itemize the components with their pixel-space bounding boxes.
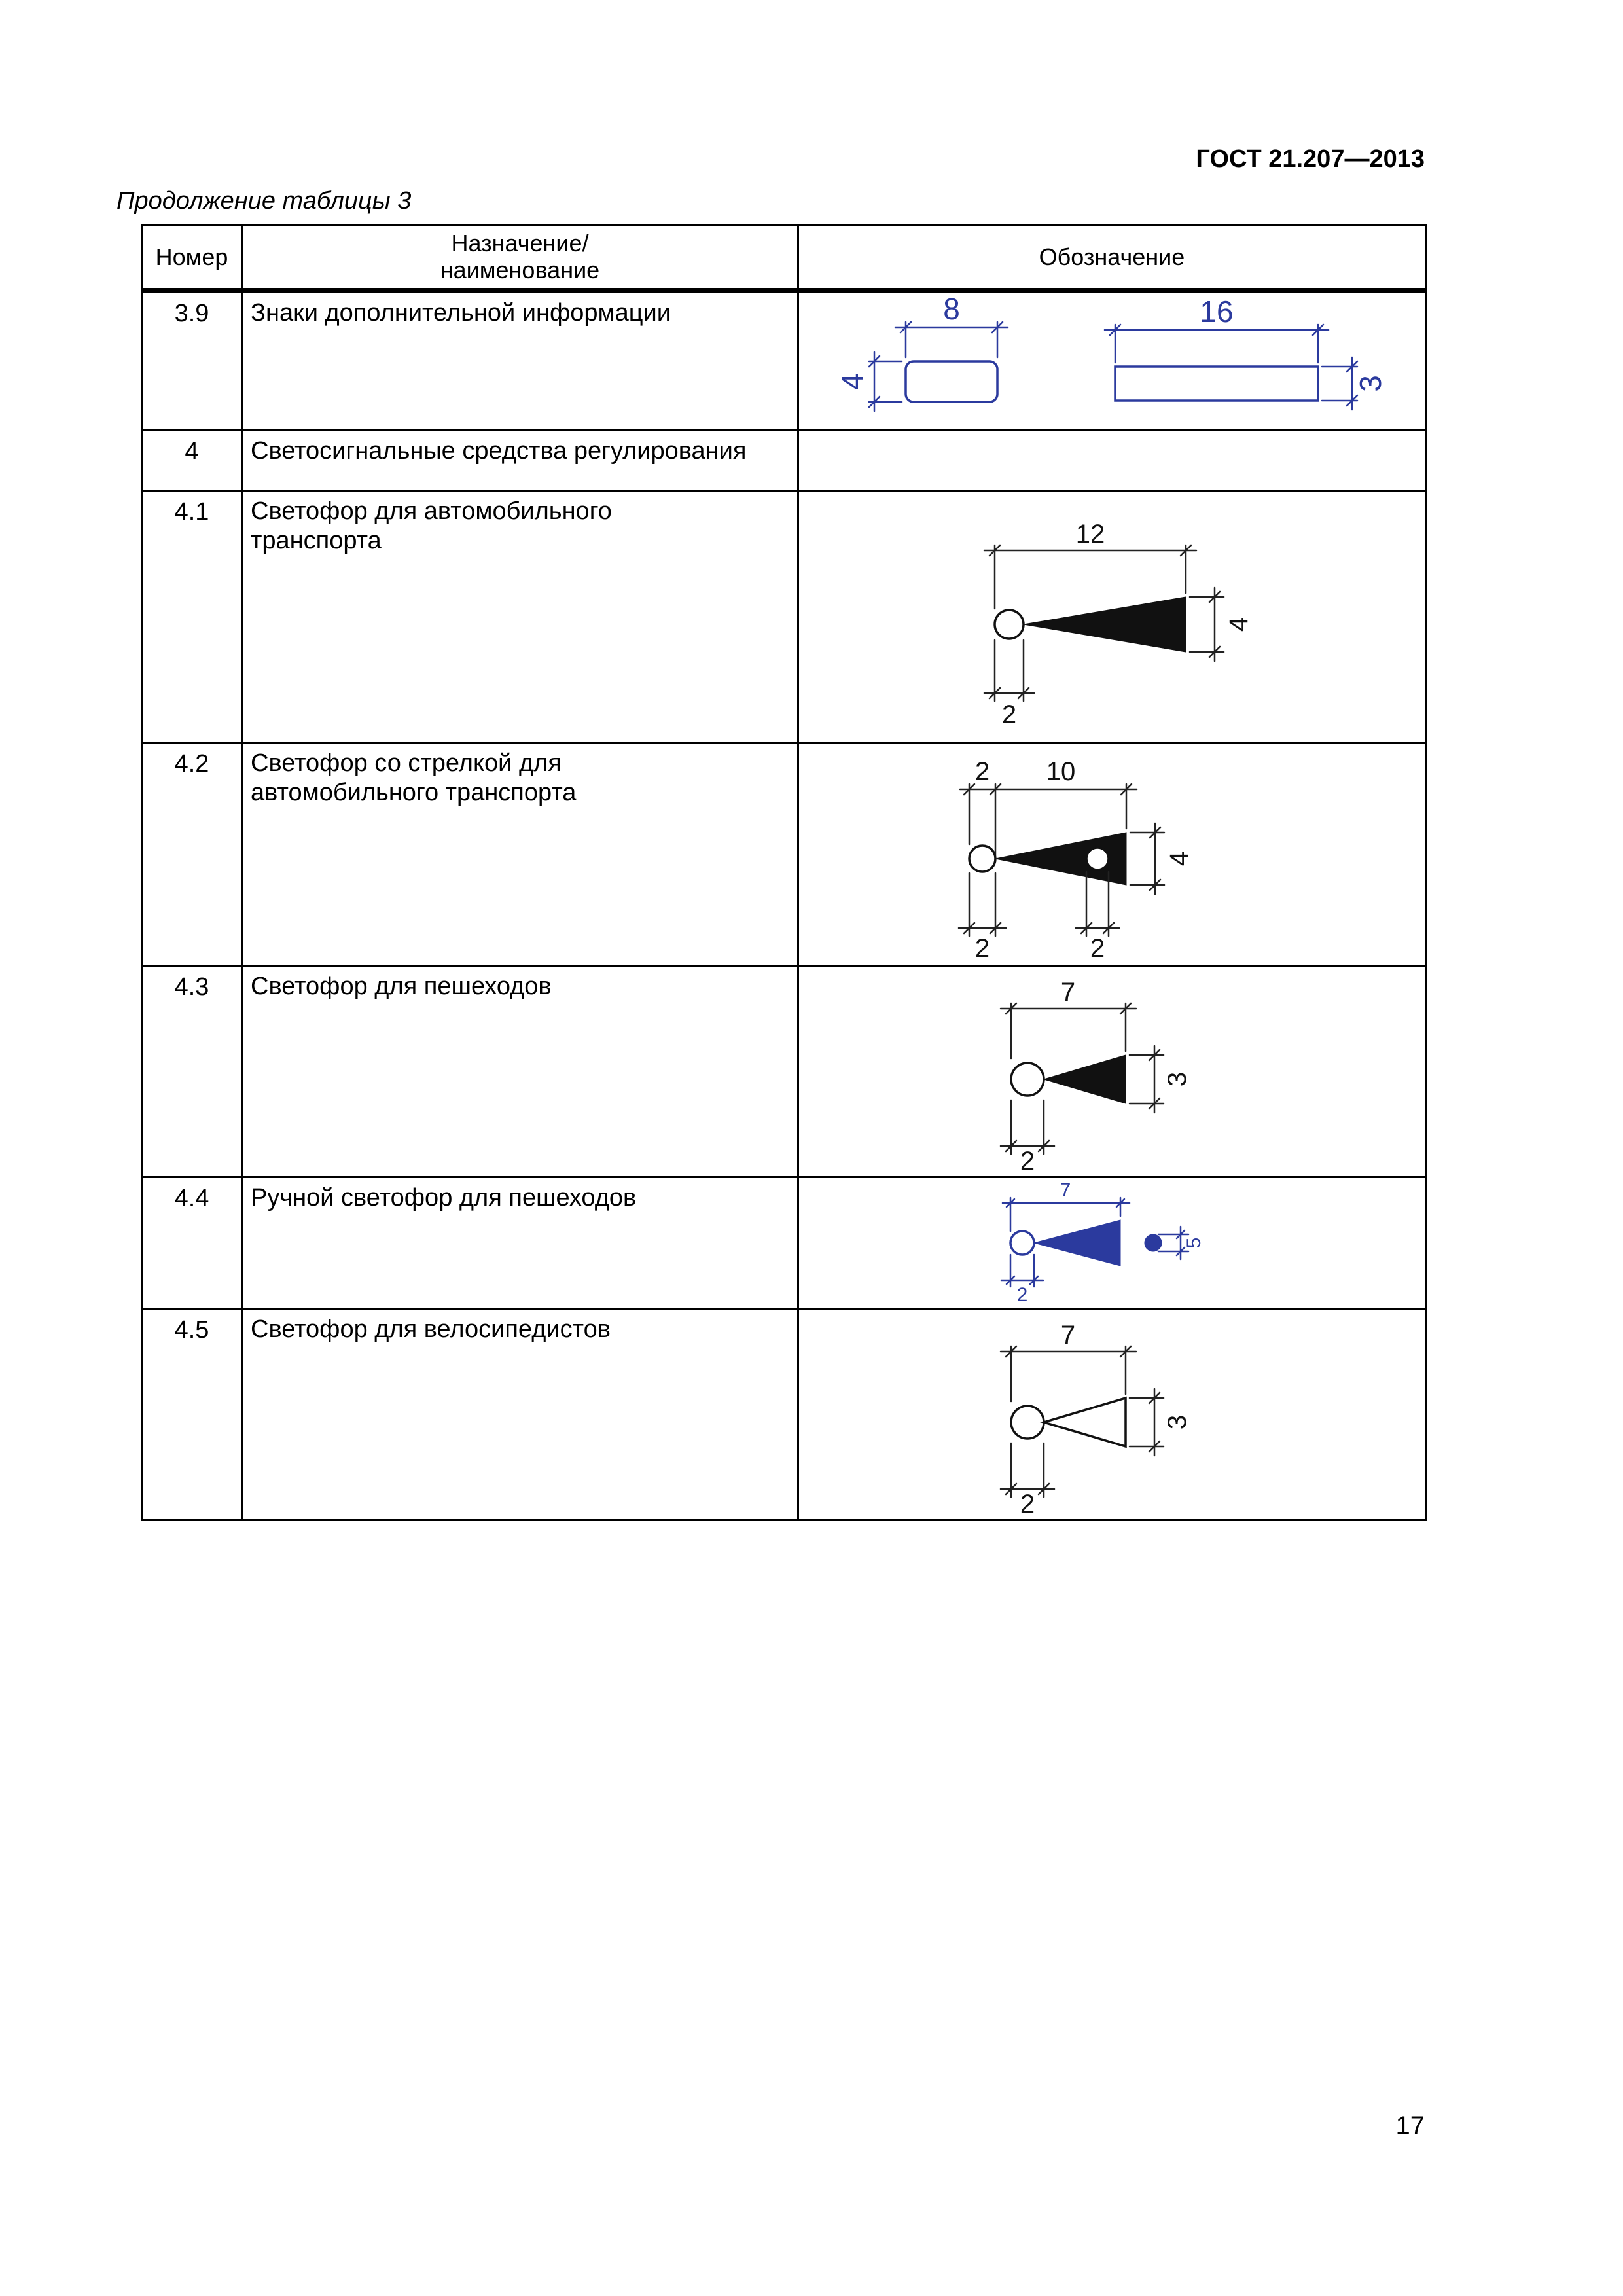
dim-label-right: 4 — [1224, 617, 1253, 632]
lamp-circle — [993, 609, 1025, 641]
row-number: 4.2 — [141, 741, 243, 967]
signal-dot — [1144, 1234, 1162, 1252]
col-header-symbol: Обозначение — [797, 223, 1427, 293]
row-name: Светофор со стрелкой для автомобильного … — [241, 741, 799, 967]
dim-label-w2: 16 — [1200, 296, 1233, 329]
table-row-4-2: 4.2 Светофор со стрелкой для автомобильн… — [141, 741, 1427, 967]
dim-label-top: 7 — [1060, 1181, 1071, 1201]
row-symbol-cell: 7 5 2 — [797, 1175, 1427, 1310]
table-row-4-3: 4.3 Светофор для пешеходов 7 3 — [141, 964, 1427, 1178]
dim-label-top: 7 — [1061, 1321, 1075, 1350]
lamp-circle — [1010, 1062, 1045, 1097]
dim-label-right: 3 — [1163, 1072, 1192, 1086]
row-symbol-cell: 2 10 4 2 — [797, 741, 1427, 967]
symbol-traffic-light-pedestrians: 7 3 2 — [999, 978, 1192, 1174]
lamp-circle — [968, 844, 997, 873]
document-code-header: ГОСТ 21.207—2013 — [1196, 145, 1425, 173]
symbol-traffic-light-with-arrow: 2 10 4 2 — [957, 757, 1194, 962]
row-number: 3.9 — [141, 289, 243, 431]
dim-label-bottom: 2 — [1017, 1284, 1028, 1305]
info-plate-small — [904, 360, 999, 403]
dim-label-right: 4 — [1165, 852, 1194, 866]
symbol-additional-info-signs: 8 4 16 3 — [835, 296, 1387, 412]
dim-label-bottom: 2 — [1020, 1490, 1035, 1516]
dim-label-right: 5 — [1183, 1237, 1205, 1248]
dim-label-bottom: 2 — [1002, 700, 1016, 729]
table-row-4-4: 4.4 Ручной светофор для пешеходов 7 — [141, 1175, 1427, 1310]
row-name: Светосигнальные средства регулирования — [241, 429, 799, 492]
info-plate-long — [1114, 365, 1319, 402]
row-name: Знаки дополнительной информации — [241, 289, 799, 431]
dim-label-bottom1: 2 — [975, 934, 990, 962]
beam-triangle-outline — [1039, 1396, 1127, 1448]
dim-label-h1: 4 — [835, 373, 869, 390]
beam-triangle — [995, 832, 1127, 886]
row-symbol-cell-empty — [797, 429, 1427, 492]
row-number: 4.5 — [141, 1307, 243, 1521]
table-header-row: Номер Назначение/ наименование Обозначен… — [141, 223, 1427, 293]
table-3: Номер Назначение/ наименование Обозначен… — [141, 223, 1427, 1521]
row-name: Ручной светофор для пешеходов — [241, 1175, 799, 1310]
row-symbol-cell: 8 4 16 3 — [797, 289, 1427, 431]
symbol-traffic-light-cyclists: 7 3 2 — [999, 1321, 1192, 1516]
symbol-hand-traffic-light: 7 5 2 — [1000, 1181, 1205, 1305]
dim-label-bottom2: 2 — [1090, 934, 1105, 962]
symbol-traffic-light-vehicles: 12 4 2 — [983, 520, 1253, 729]
row-name: Светофор для велосипедистов — [241, 1307, 799, 1521]
row-name: Светофор для автомобильного транспорта — [241, 489, 799, 744]
row-name: Светофор для пешеходов — [241, 964, 799, 1178]
table-row-4-5: 4.5 Светофор для велосипедистов 7 3 — [141, 1307, 1427, 1521]
table-row-4-1: 4.1 Светофор для автомобильного транспор… — [141, 489, 1427, 744]
dim-label-top: 7 — [1061, 978, 1075, 1007]
dim-label-w1: 8 — [943, 296, 960, 326]
row-number: 4.1 — [141, 489, 243, 744]
row-symbol-cell: 7 3 2 — [797, 964, 1427, 1178]
beam-triangle — [1023, 596, 1186, 653]
beam-triangle — [1033, 1219, 1121, 1266]
lamp-circle — [1010, 1405, 1045, 1440]
row-symbol-cell: 7 3 2 — [797, 1307, 1427, 1521]
table-row-4: 4 Светосигнальные средства регулирования — [141, 429, 1427, 492]
dim-label-right: 3 — [1163, 1415, 1192, 1429]
table-row-3-9: 3.9 Знаки дополнительной информации 8 4 — [141, 289, 1427, 431]
row-number: 4.4 — [141, 1175, 243, 1310]
arrow-circle — [1085, 846, 1110, 871]
lamp-circle — [1009, 1230, 1035, 1256]
dim-label-bottom: 2 — [1020, 1147, 1035, 1174]
row-number: 4 — [141, 429, 243, 492]
dim-label-top: 12 — [1076, 520, 1105, 548]
table-caption: Продолжение таблицы 3 — [116, 187, 412, 215]
dim-label-h2: 3 — [1353, 375, 1387, 392]
dim-label-top2: 10 — [1046, 757, 1076, 786]
col-header-name: Назначение/ наименование — [241, 223, 799, 293]
dim-label-top1: 2 — [975, 757, 990, 786]
row-number: 4.3 — [141, 964, 243, 1178]
row-symbol-cell: 12 4 2 — [797, 489, 1427, 744]
beam-triangle — [1043, 1054, 1126, 1104]
page-number: 17 — [1395, 2111, 1425, 2140]
col-header-number: Номер — [141, 223, 243, 293]
